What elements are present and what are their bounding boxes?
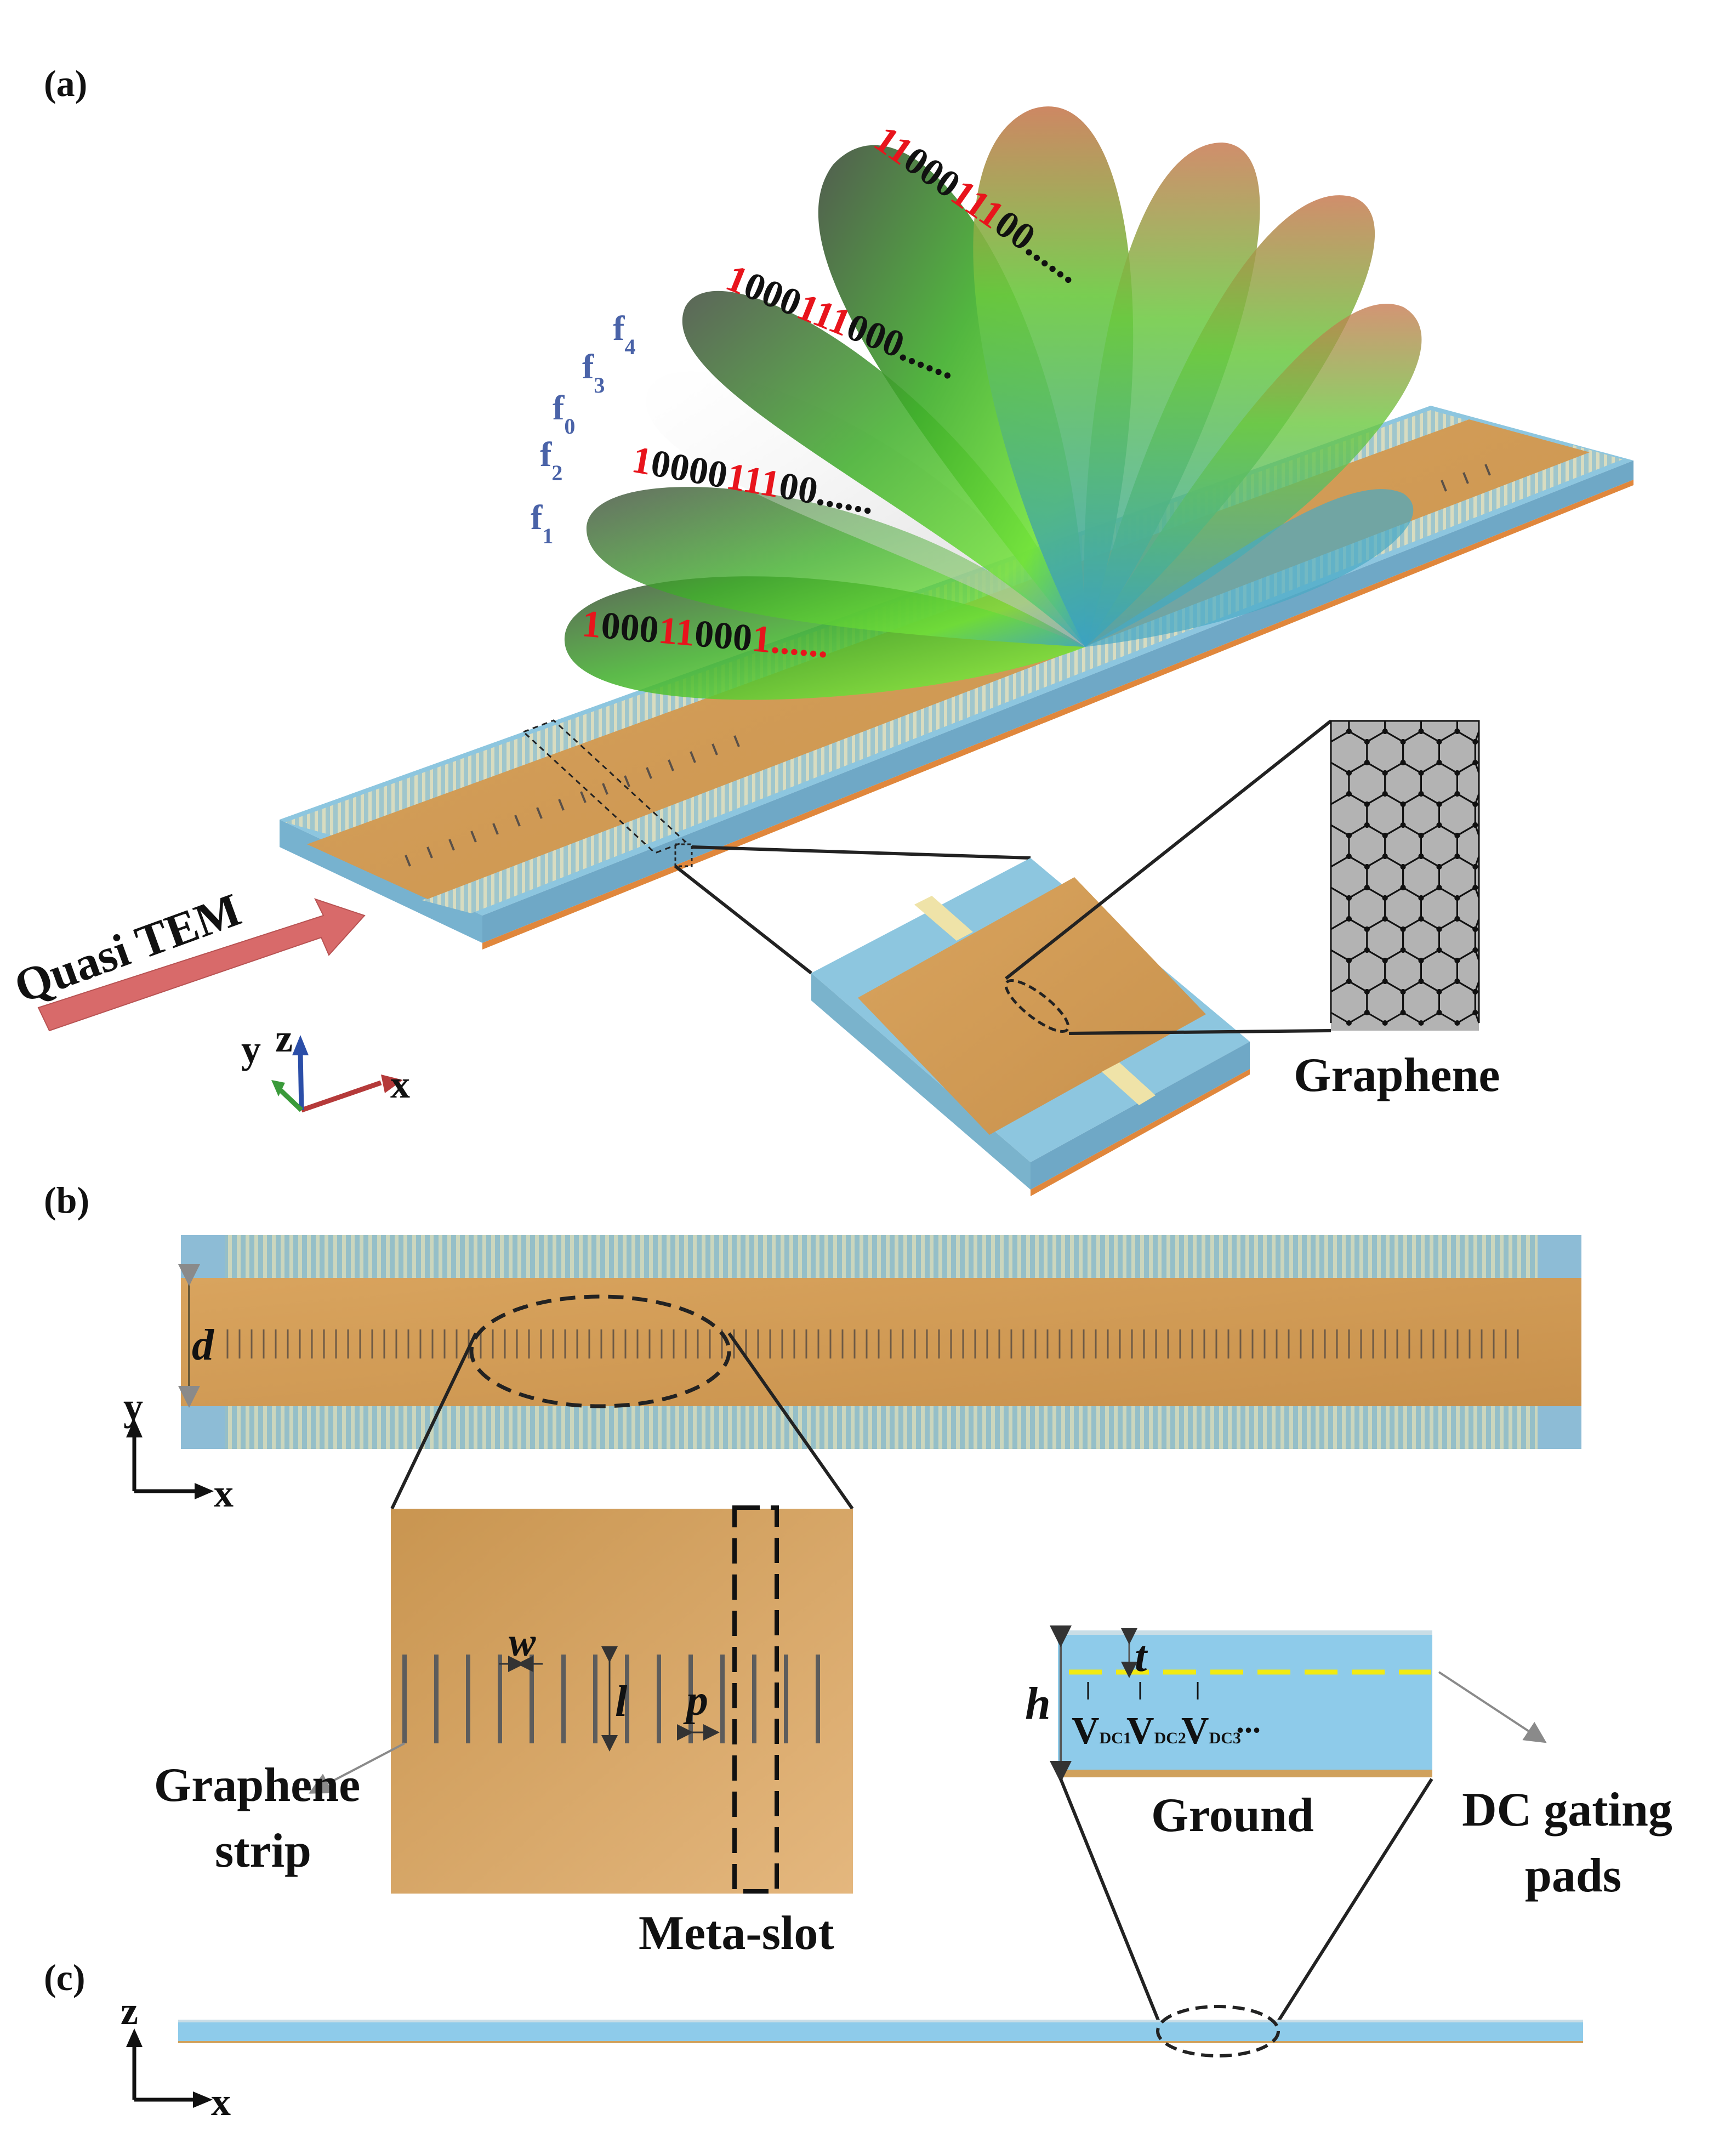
thickness-t-label: t	[1135, 1633, 1148, 1681]
inset-zoom-lines-b	[390, 1332, 854, 1510]
code-seq-4: 1000110001......	[580, 602, 830, 666]
axis-z-label-c: z	[121, 1989, 138, 2033]
ground-edge	[482, 480, 1633, 950]
dc-pads-pointer	[1438, 1671, 1547, 1743]
meta-slot-box	[732, 1505, 779, 1894]
axis-x-label-a: x	[390, 1062, 410, 1106]
graphene-zoom-lines	[1005, 719, 1332, 1035]
dc-pads-label: DC gating pads	[1462, 1783, 1684, 1902]
panel-label-b: (b)	[44, 1179, 89, 1221]
axis-z-label-a: z	[275, 1016, 293, 1060]
graphene-label: Graphene	[1294, 1049, 1500, 1102]
coding-sequences: 1100011100...... 1000111000...... 100001…	[580, 118, 1090, 666]
code-seq-3: 1000011100......	[629, 439, 878, 522]
cross-section-zoom-lines	[1059, 1778, 1433, 2024]
unit-cell-3d	[811, 858, 1250, 1196]
graphene-strip-pointer	[308, 1742, 405, 1794]
radiation-lobes	[564, 106, 1422, 700]
axes-b: y x	[123, 1385, 234, 1515]
panel-label-c: (c)	[44, 1957, 85, 1998]
graphene-strip-label: Graphene strip	[154, 1759, 372, 1878]
thickness-h-label: h	[1025, 1678, 1051, 1729]
panel-label-a: (a)	[44, 62, 87, 104]
freq-label-f3: f3	[582, 347, 605, 397]
graphene-lattice	[1330, 720, 1480, 1031]
width-d-label: d	[192, 1321, 214, 1369]
freq-label-f0: f0	[553, 388, 575, 439]
graphene-ellipse	[1004, 979, 1070, 1033]
zoom-ellipse-c	[1156, 2005, 1280, 2057]
substrate-side	[482, 461, 1633, 943]
slot-length-l-label: l	[615, 1678, 628, 1726]
axis-y-label-b: y	[123, 1385, 143, 1429]
slot-period-p-label: p	[683, 1676, 708, 1725]
ground-label: Ground	[1151, 1789, 1314, 1842]
side-view-c	[178, 2005, 1583, 2057]
selection-box-3d	[522, 719, 687, 854]
lobe-f9	[1085, 489, 1414, 647]
frequency-labels: f4 f3 f0 f2 f1	[531, 309, 635, 548]
waveguide-top-view: d	[178, 1235, 1581, 1449]
slot-width-w-label: w	[509, 1620, 536, 1665]
lobe-f0	[646, 371, 1085, 647]
slot-inset: w l p	[391, 1505, 853, 1894]
meta-slot-row-3d	[405, 464, 1491, 867]
lobe-f8	[1085, 303, 1422, 647]
unit-cell-zoom-lines	[674, 845, 1031, 975]
axis-x-label-c: x	[211, 2080, 231, 2124]
vdc-labels: VDC1 VDC2 VDC3 ...	[1072, 1703, 1261, 1752]
unit-cell-marker	[674, 843, 693, 867]
axes-c: z x	[121, 1989, 231, 2124]
freq-label-f4: f4	[613, 309, 635, 359]
axis-x-label-b: x	[214, 1471, 234, 1515]
freq-label-f1: f1	[531, 498, 553, 548]
zoom-ellipse-b	[469, 1294, 731, 1408]
freq-label-f2: f2	[540, 435, 562, 485]
code-seq-2: 1000111000......	[720, 257, 964, 388]
lobe-f4	[818, 145, 1085, 647]
quasi-tem-arrow: Quasi TEM	[8, 883, 366, 1032]
lobe-f2	[586, 487, 1085, 647]
axis-y-label-a: y	[241, 1027, 261, 1071]
meta-slot-label: Meta-slot	[639, 1907, 834, 1960]
cross-section-inset: h t VDC1 VDC2 VDC3 ...	[1025, 1625, 1432, 1783]
lobe-f7	[1085, 195, 1375, 647]
lobe-f3	[682, 291, 1085, 647]
microstrip-top-view	[181, 1278, 1581, 1406]
axes-triad-a: y z x	[241, 1016, 410, 1113]
